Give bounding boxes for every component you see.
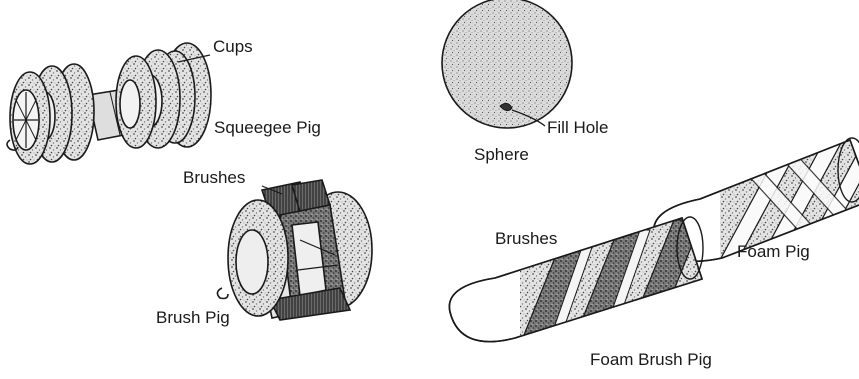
brush-pig-illustration: [217, 180, 372, 320]
label-squeegee-pig: Squeegee Pig: [214, 119, 321, 136]
label-brushes-bottom: Brushes: [495, 230, 557, 247]
sphere-pig-illustration: [442, 0, 572, 128]
label-sphere: Sphere: [474, 146, 529, 163]
label-cups: Cups: [213, 38, 253, 55]
label-brushes-top: Brushes: [183, 169, 245, 186]
label-foam-brush-pig: Foam Brush Pig: [590, 351, 712, 368]
foam-brush-pig-illustration: [449, 210, 710, 350]
squeegee-pig-illustration: [7, 43, 211, 164]
label-foam-pig: Foam Pig: [737, 243, 810, 260]
label-fill-hole: Fill Hole: [547, 119, 608, 136]
label-brush-pig: Brush Pig: [156, 309, 230, 326]
